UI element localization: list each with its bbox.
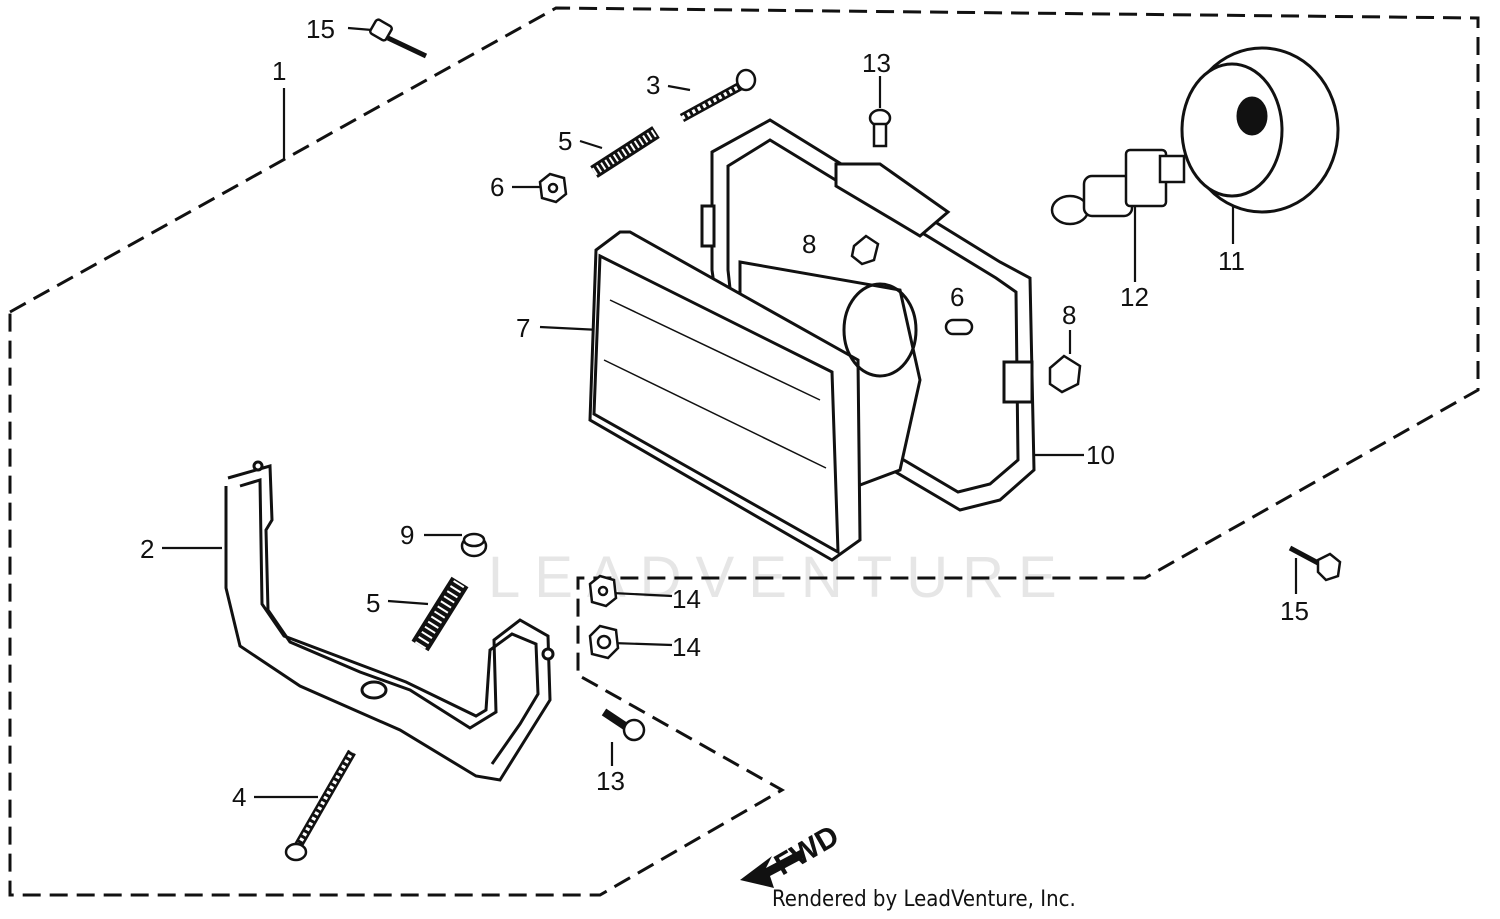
callout-1: 1: [272, 56, 286, 86]
bolt-15-right: [1288, 545, 1342, 582]
callout-2: 2: [140, 534, 154, 564]
callout-8-upper: 8: [802, 229, 816, 259]
callout-3: 3: [646, 70, 660, 100]
nut-14-upper: [588, 574, 618, 608]
callout-5-bottom: 5: [366, 588, 380, 618]
callout-12: 12: [1120, 282, 1149, 312]
forward-arrow: FWD: [740, 819, 845, 888]
spring-5-top: [590, 126, 660, 178]
nut-14-lower: [588, 624, 620, 660]
bracket-2: [224, 460, 555, 782]
screw-13-top: [868, 108, 892, 148]
nut-8-right: [1048, 354, 1082, 394]
callout-11: 11: [1218, 246, 1245, 276]
bolt-3: [679, 68, 757, 122]
callout-7: 7: [516, 313, 530, 343]
credit-line: Rendered by LeadVenture, Inc.: [772, 887, 1076, 912]
callout-14-upper: 14: [672, 584, 701, 614]
assembly-outline: [8, 6, 1480, 897]
grommet-9: [460, 532, 488, 558]
nut-8-upper: [850, 234, 880, 266]
spring-5-bottom: [411, 576, 469, 652]
forward-label: FWD: [769, 819, 845, 882]
callout-8-right: 8: [1062, 300, 1076, 330]
callout-6-right: 6: [950, 282, 964, 312]
screw-13-bottom: [601, 708, 646, 742]
callout-10: 10: [1086, 440, 1115, 470]
callout-14-lower: 14: [672, 632, 701, 662]
dust-cover-11: [1180, 46, 1340, 214]
callout-4: 4: [232, 782, 246, 812]
clip-6: [944, 318, 974, 336]
callout-6-left: 6: [490, 172, 504, 202]
callout-9: 9: [400, 520, 414, 550]
callout-13-bottom: 13: [596, 766, 625, 796]
callout-15-right: 15: [1280, 596, 1309, 626]
nut-6: [538, 172, 568, 204]
bolt-15-top: [369, 18, 428, 59]
bolt-4: [284, 749, 356, 862]
headlight-unit-7: [588, 230, 922, 562]
bulb-12: [1050, 148, 1186, 226]
callout-13-top: 13: [862, 48, 891, 78]
callout-5-top: 5: [558, 126, 572, 156]
callout-labels: 1 15 3 5 6 13 8 6 7 8 10 12 11 2 9 5 4 1…: [140, 14, 1309, 812]
callout-15-top: 15: [306, 14, 335, 44]
